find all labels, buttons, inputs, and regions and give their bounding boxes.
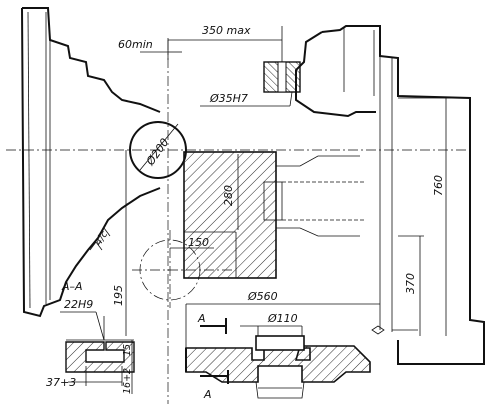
dim-top: 60min 350 max: [118, 24, 283, 62]
dim-195-text: 195: [112, 285, 125, 306]
dim-560: Ø560: [185, 290, 380, 348]
section-marker-top: A: [197, 312, 206, 325]
dim-60min-text: 60min: [118, 38, 153, 51]
section-marker-bottom: A: [203, 388, 212, 401]
slot-depth-text: 15: [122, 344, 133, 356]
dim-110: Ø110 A: [197, 312, 303, 350]
slot-width-text: 37+3: [46, 376, 76, 389]
housing-detail-label: 4/c: [93, 229, 110, 248]
slot-height-text: 16+2: [122, 368, 133, 394]
dim-760: 760: [398, 97, 452, 336]
dim-35h7-text: Ø35H7: [209, 92, 248, 105]
slot-fit-text: 22H9: [64, 298, 93, 311]
dim-150: 150: [170, 236, 214, 249]
dim-280: 280: [222, 154, 239, 230]
dim-195: 195: [112, 150, 127, 336]
dim-110-text: Ø110: [267, 312, 298, 325]
face-circle-dim: Ø200: [143, 136, 171, 169]
dim-150-text: 150: [188, 236, 209, 249]
section-aa-title: A–A: [61, 280, 83, 293]
spindle-assembly: [263, 155, 364, 237]
workpiece-block: [183, 151, 277, 279]
rotary-table: A: [185, 335, 371, 401]
dim-350max-text: 350 max: [202, 24, 251, 37]
right-column: [263, 25, 485, 365]
section-aa: A–A 22H9 15 37+3 16+2: [46, 280, 135, 394]
dim-560-text: Ø560: [247, 290, 278, 303]
dim-35h7: Ø35H7: [200, 91, 293, 107]
dim-280-text: 280: [222, 185, 235, 206]
dim-370: 370: [398, 235, 424, 336]
dim-760-text: 760: [432, 175, 445, 196]
dim-370-text: 370: [404, 273, 417, 294]
